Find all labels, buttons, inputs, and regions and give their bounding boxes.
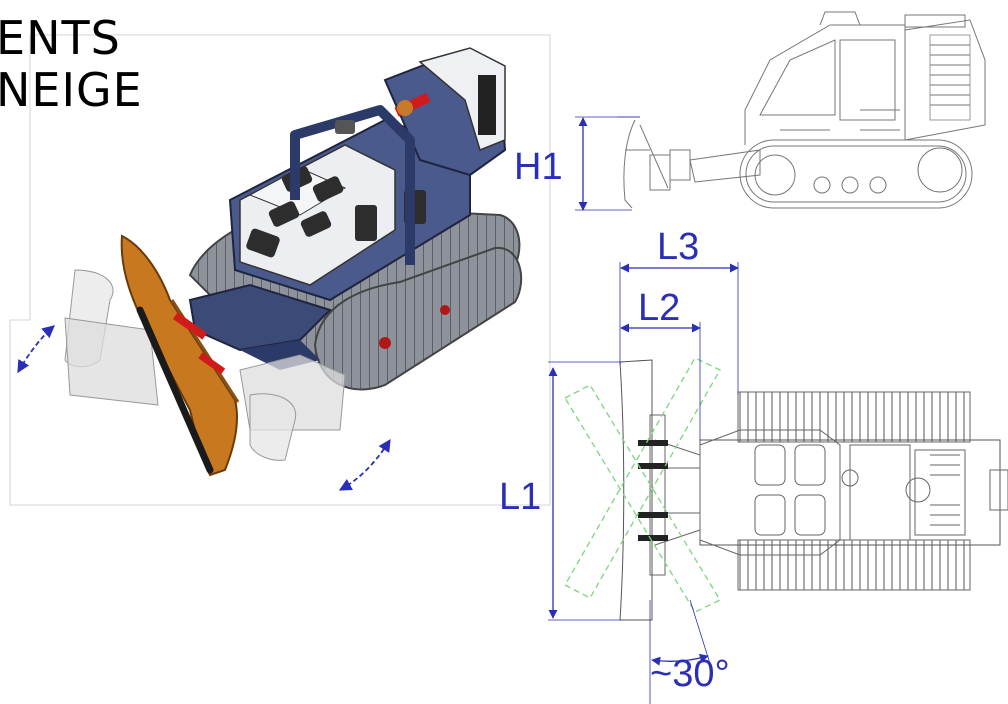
hydraulic-cylinders <box>638 440 668 541</box>
title-line-1: ENTS <box>0 11 121 65</box>
ghost-blade-left <box>64 269 159 406</box>
render-panel <box>9 34 551 506</box>
top-view-drawing <box>619 359 1008 621</box>
label-l3: L3 <box>657 226 700 268</box>
ghost-blade-right <box>239 354 346 461</box>
rotation-arrow-right <box>338 438 391 491</box>
machine-body <box>188 47 507 370</box>
title-line-2: NEIGE <box>0 63 143 117</box>
h1-dimension-line <box>575 116 640 211</box>
angle-dimension-arc <box>649 599 713 704</box>
plow-blade <box>120 234 240 477</box>
label-angle: ~30° <box>650 653 730 695</box>
l2-dimension-line <box>620 322 701 440</box>
side-view-drawing <box>617 11 986 209</box>
l1-dimension-line <box>548 361 622 621</box>
rotation-arrow-left <box>17 325 55 374</box>
label-l1: L1 <box>499 476 542 518</box>
label-h1: H1 <box>514 146 563 188</box>
blade-angled-ghosts <box>564 357 721 613</box>
l3-dimension-line <box>619 262 739 395</box>
label-l2: L2 <box>638 287 681 329</box>
